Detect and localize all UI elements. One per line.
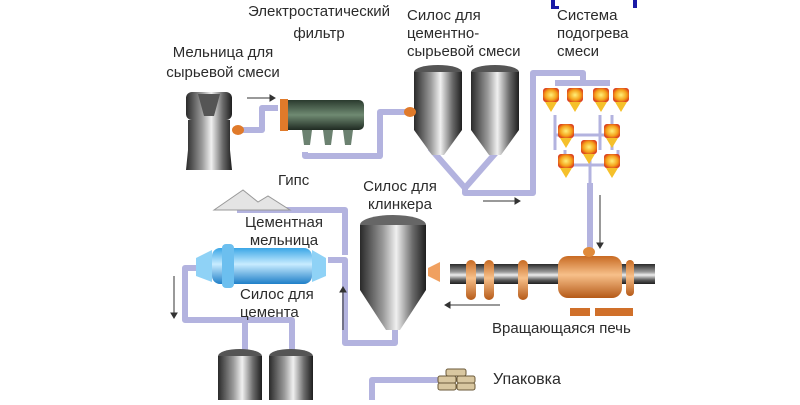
electrostatic-filter <box>280 99 364 145</box>
pipe-to-preheater <box>462 70 586 196</box>
preheater-cyclones <box>543 88 629 178</box>
pipe-to-packaging <box>369 377 440 400</box>
raw-material-silos <box>404 65 519 155</box>
rotary-kiln <box>450 247 655 316</box>
label-preheater: Система подогрева смеси <box>557 7 629 60</box>
flow-arrows <box>170 94 604 330</box>
title-fragment <box>551 0 637 9</box>
pipes <box>182 70 610 400</box>
label-packaging: Упаковка <box>493 371 561 388</box>
label-gypsum: Гипс <box>278 172 310 189</box>
label-raw-mill: Мельница для сырьевой смеси <box>166 44 280 81</box>
pipe-clinker-to-mill <box>328 257 398 346</box>
cement-silos <box>218 349 313 400</box>
pipe-filter-to-silo <box>302 109 410 159</box>
label-clinker-silo: Силос для клинкера <box>363 178 437 213</box>
gypsum-pile <box>212 189 292 211</box>
label-cement-mill: Цементная мельница <box>245 214 323 249</box>
pipe-mill-to-filter <box>240 105 278 133</box>
label-raw-silo: Силос для цементно- сырьевой смеси <box>407 7 521 60</box>
label-rotary-kiln: Вращающаяся печь <box>492 320 631 337</box>
label-electrostatic-filter: Электростатический фильтр <box>247 3 391 42</box>
label-cement-silo: Силос для цемента <box>240 286 314 321</box>
clinker-silo <box>360 215 440 330</box>
raw-mill <box>186 92 244 170</box>
cement-mill <box>196 244 326 288</box>
packaging-bags <box>437 368 476 391</box>
